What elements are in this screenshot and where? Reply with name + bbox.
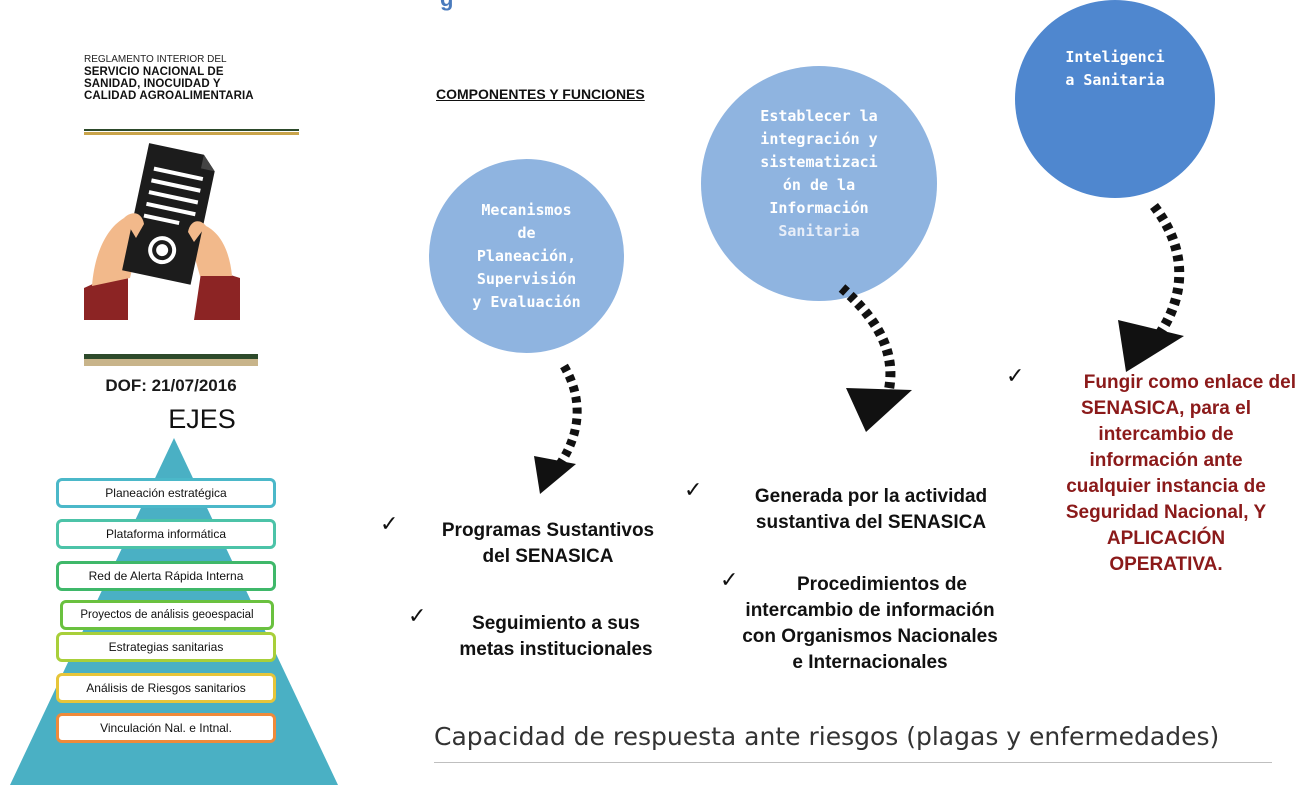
bullet-text: información ante xyxy=(1089,450,1243,471)
reglamento-divider xyxy=(84,129,299,135)
circle-planeacion: Mecanismos de Planeación, Supervisión y … xyxy=(429,159,624,353)
bullet-text: Seguridad Nacional, Y xyxy=(1065,502,1267,523)
circle-text: Establecer la xyxy=(760,106,878,125)
reglamento-line3: SANIDAD, INOCUIDAD Y xyxy=(84,78,221,90)
bullet-procedimientos: Procedimientos de intercambio de informa… xyxy=(712,572,1028,676)
bullet-text: sustantiva del SENASICA xyxy=(755,512,987,533)
circle-text: Sanitaria xyxy=(778,221,860,240)
caption-underline xyxy=(434,762,1272,763)
caption: Capacidad de respuesta ante riesgos (pla… xyxy=(434,722,1220,751)
eje-item: Estrategias sanitarias xyxy=(56,632,276,662)
bullet-text: Generada por la actividad xyxy=(754,486,988,507)
bullet-text: OPERATIVA. xyxy=(1109,554,1223,575)
top-title-fragment: g xyxy=(440,0,453,12)
circle-text: sistematizaci xyxy=(760,152,878,171)
bullet-text: e Internacionales xyxy=(792,652,948,673)
bullet-generada: Generada por la actividad sustantiva del… xyxy=(716,484,1026,536)
bullet-text: Fungir como enlace del xyxy=(1083,372,1296,393)
check-icon: ✓ xyxy=(380,512,399,537)
eje-item: Vinculación Nal. e Intnal. xyxy=(56,713,276,743)
curved-arrow-icon xyxy=(838,284,912,432)
circle-text: Supervisión xyxy=(476,269,577,288)
reglamento-line2: SERVICIO NACIONAL DE xyxy=(84,66,224,78)
circle-inteligencia: Inteligenci a Sanitaria xyxy=(1015,0,1215,198)
circle-text: ón de la xyxy=(782,175,856,194)
circle-text: a Sanitaria xyxy=(1065,71,1165,89)
check-icon: ✓ xyxy=(684,478,703,503)
ejes-list: Planeación estratégica Plataforma inform… xyxy=(0,0,340,787)
bullet-text: intercambio de información xyxy=(745,600,995,621)
bullet-text: Procedimientos de xyxy=(797,574,967,595)
check-icon: ✓ xyxy=(720,568,739,593)
curved-arrow-icon xyxy=(1118,202,1185,372)
dof-date: DOF: 21/07/2016 xyxy=(105,376,237,395)
reglamento-header: REGLAMENTO INTERIOR DEL SERVICIO NACIONA… xyxy=(84,54,299,102)
circle-integracion: Establecer la integración y sistematizac… xyxy=(701,66,937,301)
document-icon xyxy=(84,143,240,320)
check-icon: ✓ xyxy=(408,604,427,629)
bullet-text: del SENASICA xyxy=(482,546,614,567)
curved-arrow-icon xyxy=(534,363,582,494)
circle-text: Mecanismos xyxy=(481,200,572,219)
eje-item: Análisis de Riesgos sanitarios xyxy=(56,673,276,703)
dof-divider xyxy=(84,354,258,366)
bullet-fungir: Fungir como enlace del SENASICA, para el… xyxy=(1030,370,1302,578)
ejes-title: EJES xyxy=(168,404,236,434)
eje-item: Proyectos de análisis geoespacial xyxy=(60,600,274,630)
bullet-text: cualquier instancia de xyxy=(1066,476,1266,497)
document-hands-illustration xyxy=(84,138,240,320)
circle-text: Planeación, xyxy=(476,246,577,265)
eje-item: Plataforma informática xyxy=(56,519,276,549)
circle-text: y Evaluación xyxy=(472,292,581,311)
eje-item: Red de Alerta Rápida Interna xyxy=(56,561,276,591)
bullet-programas: Programas Sustantivos del SENASICA xyxy=(420,518,676,570)
bullet-seguimiento: Seguimiento a sus metas institucionales xyxy=(438,611,674,663)
bullet-text: metas institucionales xyxy=(459,639,653,660)
circle-text: Inteligenci xyxy=(1065,48,1165,66)
circle-text: Información xyxy=(769,198,869,217)
componentes-heading: COMPONENTES Y FUNCIONES xyxy=(436,86,645,102)
eje-item: Planeación estratégica xyxy=(56,478,276,508)
bullet-text: APLICACIÓN xyxy=(1106,528,1226,549)
reglamento-line1: REGLAMENTO INTERIOR DEL xyxy=(84,54,227,65)
bullet-text: con Organismos Nacionales xyxy=(742,626,998,647)
bullet-text: SENASICA, para el xyxy=(1081,398,1251,419)
bullet-text: intercambio de xyxy=(1098,424,1234,445)
bullet-text: Programas Sustantivos xyxy=(441,520,655,541)
reglamento-line4: CALIDAD AGROALIMENTARIA xyxy=(84,90,254,102)
circle-text: integración y xyxy=(760,129,878,148)
circle-text: de xyxy=(517,223,536,242)
check-icon: ✓ xyxy=(1006,364,1025,389)
bullet-text: Seguimiento a sus xyxy=(472,613,640,634)
